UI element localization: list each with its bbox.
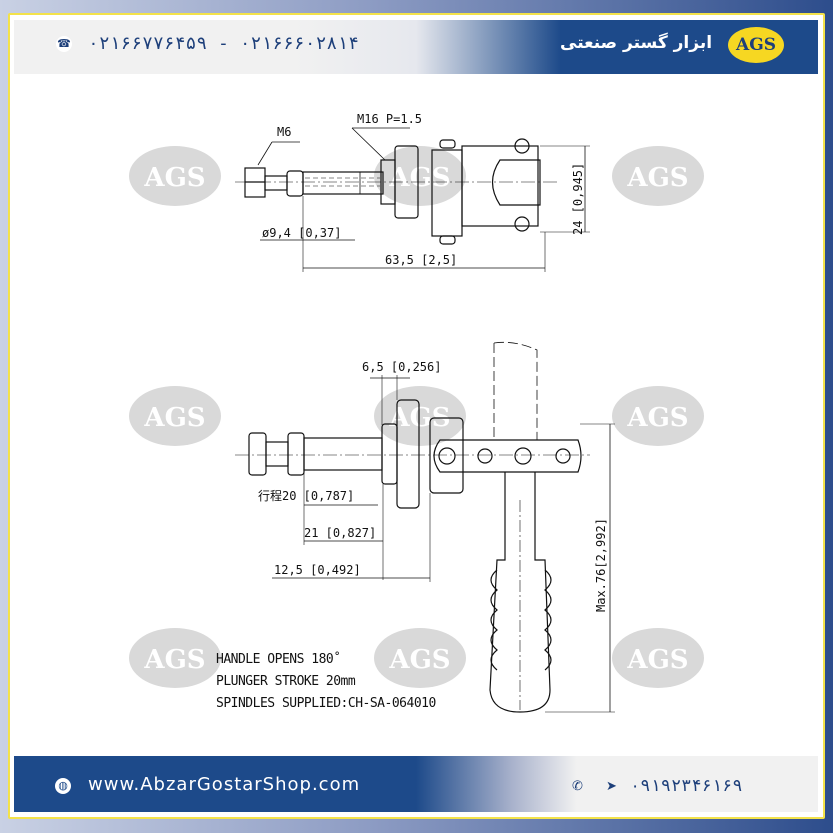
note-stroke: PLUNGER STROKE 20mm bbox=[216, 674, 356, 689]
top-view bbox=[235, 127, 590, 272]
telegram-icon[interactable]: ➤ bbox=[606, 779, 617, 794]
side-view bbox=[235, 341, 615, 713]
header-bar bbox=[14, 20, 818, 74]
ags-logo: AGS bbox=[728, 27, 784, 63]
svg-text:AGS: AGS bbox=[388, 645, 450, 675]
nut-width-label: 6,5 [0,256] bbox=[362, 360, 441, 374]
note-spindles: SPINDLES SUPPLIED:CH-SA-064010 bbox=[216, 696, 436, 711]
m16-label: M16 P=1.5 bbox=[357, 112, 422, 126]
website-link[interactable]: www.AbzarGostarShop.com bbox=[88, 774, 361, 795]
svg-text:AGS: AGS bbox=[626, 163, 688, 193]
note-handle: HANDLE OPENS 180˚ bbox=[216, 652, 341, 667]
whatsapp-icon[interactable]: ✆ bbox=[572, 779, 583, 794]
svg-text:AGS: AGS bbox=[143, 163, 205, 193]
phone-numbers[interactable]: ۰۲۱۶۶۷۷۶۴۵۹ - ۰۲۱۶۶۶۰۲۸۱۴ bbox=[88, 33, 359, 54]
brand-name: ابزار گستر صنعتی bbox=[560, 33, 713, 53]
stroke-label: 行程20 [0,787] bbox=[258, 488, 354, 503]
length-label: 63,5 [2,5] bbox=[385, 253, 457, 267]
svg-text:AGS: AGS bbox=[388, 163, 450, 193]
svg-text:AGS: AGS bbox=[626, 645, 688, 675]
svg-text:AGS: AGS bbox=[143, 403, 205, 433]
diameter-label: ø9,4 [0,37] bbox=[262, 226, 341, 240]
m6-label: M6 bbox=[277, 125, 291, 139]
dim21-label: 21 [0,827] bbox=[304, 526, 376, 540]
svg-text:AGS: AGS bbox=[626, 403, 688, 433]
phone-icon: ☎ bbox=[56, 36, 72, 52]
footer-bar bbox=[14, 756, 818, 812]
max-height-label: Max.76[2,992] bbox=[594, 518, 608, 612]
mobile-number[interactable]: ۰۹۱۹۲۳۴۶۱۶۹ bbox=[630, 776, 743, 796]
height-label: 24 [0,945] bbox=[571, 163, 585, 235]
globe-icon: ◍ bbox=[55, 778, 71, 794]
svg-text:AGS: AGS bbox=[143, 645, 205, 675]
dim12-label: 12,5 [0,492] bbox=[274, 563, 361, 577]
